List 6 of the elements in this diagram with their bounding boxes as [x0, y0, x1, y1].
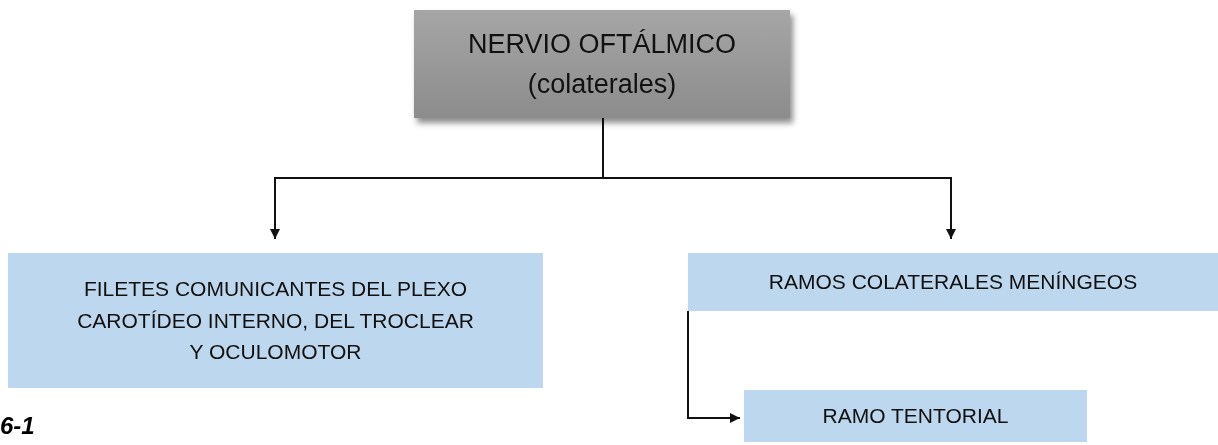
sub-branch-box: RAMO TENTORIAL [744, 390, 1087, 442]
connector-arrow [687, 310, 741, 423]
figure-number: 6-1 [0, 412, 35, 440]
branch-box: RAMOS COLATERALES MENÍNGEOS [688, 253, 1218, 311]
branch-box: FILETES COMUNICANTES DEL PLEXO CAROTÍDEO INTERNO, DEL TROCLEAR Y OCULOMOTOR [8, 253, 543, 388]
title-box: NERVIO OFTÁLMICO (colaterales) [414, 10, 790, 118]
